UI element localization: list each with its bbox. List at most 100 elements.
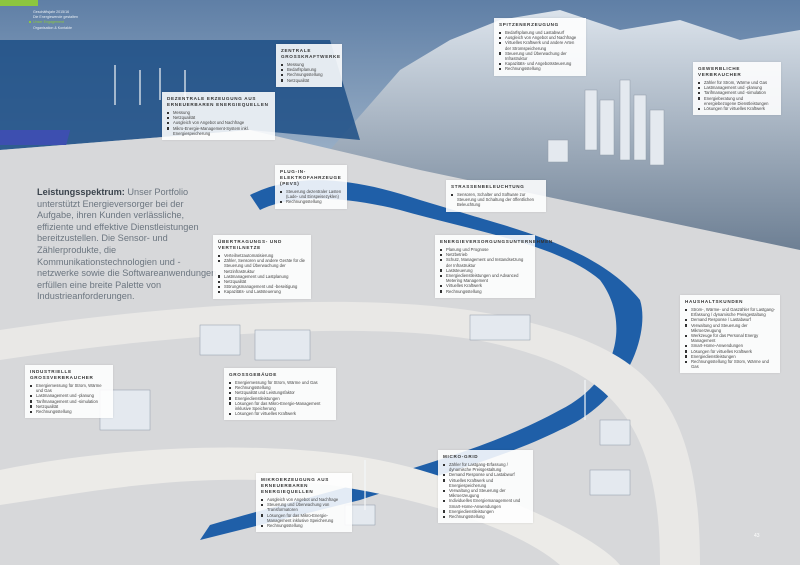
list-item: Rechnungsstellung für Strom, Wärme und G… bbox=[685, 359, 775, 369]
list-item: Netzqualität und Leistungsfaktor bbox=[229, 390, 331, 395]
list-item: Rechnungsstellung bbox=[229, 385, 331, 390]
list-item: Lastmanagement und -planung bbox=[30, 393, 108, 398]
info-box-title: Mikroerzeugung aus erneuerbaren Energieq… bbox=[261, 477, 330, 494]
info-box-dezentrale-erzeugung: Dezentrale Erzeugung aus erneuerbaren En… bbox=[162, 92, 275, 141]
list-item: Energiedienstleistungen bbox=[443, 509, 528, 514]
list-item: Smart-Home-Anwendungen bbox=[685, 343, 775, 348]
list-item: Rechnungsstellung bbox=[281, 72, 337, 77]
list-item: Netzqualität bbox=[281, 78, 337, 83]
info-box-list: Zähler für Lastgang-Erfassung / dynamisc… bbox=[443, 462, 528, 519]
list-item: Ausgleich von Angebot und Nachfrage bbox=[499, 35, 581, 40]
info-box-title: Haushaltskunden bbox=[685, 299, 744, 304]
info-box-title: Spitzenerzeugung bbox=[499, 22, 559, 27]
list-item: Demand Response / Lastabwurf bbox=[685, 317, 775, 322]
list-item: Bedarfsplanung und Lastabwurf bbox=[499, 30, 581, 35]
list-item: Sensoren, Schalter und Software zur Steu… bbox=[451, 192, 541, 208]
info-box-uebertragungs-verteilnetze: Übertragungs- und VerteilnetzeVerteilnet… bbox=[213, 235, 311, 299]
info-box-haushaltskunden: HaushaltskundenStrom-, Wärme- und Gaszäh… bbox=[680, 295, 780, 374]
info-box-gewerbliche-verbraucher: Gewerbliche VerbraucherZähler für Strom,… bbox=[693, 62, 781, 116]
list-item: Energieberatung und energiebezogene Dien… bbox=[698, 96, 776, 106]
list-item: Virtuelles Kraftwerk und Energiespeicher… bbox=[443, 478, 528, 488]
list-item: Bedarfsplanung bbox=[281, 67, 337, 72]
info-box-title: Micro-Grid bbox=[443, 454, 479, 459]
nav-item[interactable]: Die Energiewende gestalten bbox=[33, 15, 78, 20]
info-box-strassenbeleuchtung: StrassenbeleuchtungSensoren, Schalter un… bbox=[446, 180, 546, 212]
list-item: Verwaltung und Steuerung der Mikroerzeug… bbox=[685, 323, 775, 333]
nav-item[interactable]: Organisation & Kontakte bbox=[33, 25, 72, 30]
list-item: Tarifmanagement und -simulation bbox=[698, 90, 776, 95]
list-item: Lastmanagement und Lastplanung bbox=[218, 274, 306, 279]
info-box-plug-in-elektrofahrzeuge: Plug-in-Elektrofahrzeuge (PEVs)Steuerung… bbox=[275, 165, 347, 209]
list-item: Energiedienstleistungen bbox=[229, 396, 331, 401]
info-box-title: Übertragungs- und Verteilnetze bbox=[218, 239, 282, 250]
list-item: Strom-, Wärme- und Gaszähler für Lastgan… bbox=[685, 307, 775, 317]
info-box-title: Zentrale Grosskraftwerke bbox=[281, 48, 341, 59]
list-item: Ausgleich von Angebot und Nachfrage bbox=[167, 120, 270, 125]
list-item: Individuelles Energiemanagement und Smar… bbox=[443, 498, 528, 509]
list-item: Messung bbox=[281, 62, 337, 67]
list-item: Netzqualität bbox=[218, 279, 306, 284]
info-box-spitzenerzeugung: SpitzenerzeugungBedarfsplanung und Lasta… bbox=[494, 18, 586, 76]
info-box-title: Dezentrale Erzeugung aus erneuerbaren En… bbox=[167, 96, 269, 107]
page-number: 43 bbox=[754, 533, 760, 539]
nav-item[interactable]: Unser Engagement bbox=[33, 20, 78, 25]
list-item: Rechnungsstellung bbox=[30, 409, 108, 414]
info-box-title: Gewerbliche Verbraucher bbox=[698, 66, 742, 77]
list-item: Werkzeuge für das Personal Energy Manage… bbox=[685, 333, 775, 343]
intro-lead: Leistungsspektrum: bbox=[37, 187, 125, 197]
info-box-list: Sensoren, Schalter und Software zur Steu… bbox=[451, 192, 541, 208]
list-item: Laststeuerung bbox=[440, 268, 530, 273]
solar-panels bbox=[0, 130, 71, 145]
list-item: Ausgleich von Angebot und Nachfrage bbox=[261, 497, 347, 502]
info-box-zentrale-grosskraftwerke: Zentrale GrosskraftwerkeMessungBedarfspl… bbox=[276, 44, 342, 87]
list-item: Rechnungsstellung bbox=[280, 199, 342, 204]
list-item: Rechnungsstellung bbox=[440, 289, 530, 294]
list-item: Schutz, Management und Instandsetzung de… bbox=[440, 257, 530, 268]
list-item: Steuerung und Überwachung der Infrastruk… bbox=[499, 51, 581, 61]
list-item: Zähler für Strom, Wärme und Gas bbox=[698, 80, 776, 85]
road bbox=[0, 301, 700, 565]
list-item: Rechnungsstellung bbox=[443, 514, 528, 519]
info-box-energieversorgungsunternehmen: EnergieversorgungsunternehmenPlanung und… bbox=[435, 235, 553, 298]
list-item: Lösungen für virtuelles Kraftwerk bbox=[685, 349, 775, 354]
list-item: Netzbetrieb bbox=[440, 252, 530, 257]
list-item: Virtuelles Kraftwerk und andere Arten de… bbox=[499, 40, 581, 51]
list-item: Steuerung und Überwachung von Transforma… bbox=[261, 502, 347, 512]
list-item: Rechnungsstellung bbox=[499, 66, 581, 71]
info-box-title: Energieversorgungsunternehmen bbox=[440, 239, 553, 244]
mountains bbox=[330, 10, 800, 260]
nav-item[interactable]: Geschäftsjahr 2015/16 bbox=[33, 10, 70, 14]
intro-body: Unser Portfolio unterstützt Energieverso… bbox=[37, 187, 217, 302]
list-item: Virtuelles Kraftwerk bbox=[440, 283, 530, 288]
info-box-title: Plug-in-Elektrofahrzeuge (PEVs) bbox=[280, 169, 342, 186]
list-item: Verwaltung und Steuerung der Mikroerzeug… bbox=[443, 488, 528, 498]
list-item: Energiemessung für Strom, Wärme und Gas bbox=[229, 380, 331, 385]
list-item: Kapazitäts- und Laststeuerung bbox=[218, 289, 306, 294]
info-box-grossgebaeude: GrossgebäudeEnergiemessung für Strom, Wä… bbox=[224, 368, 336, 421]
info-box-micro-grid: Micro-GridZähler für Lastgang-Erfassung … bbox=[438, 450, 533, 524]
list-item: Verteilnetzautomatisierung bbox=[218, 253, 306, 258]
intro-text: Leistungsspektrum: Unser Portfolio unter… bbox=[37, 187, 217, 303]
info-box-title: Strassenbeleuchtung bbox=[451, 184, 525, 189]
list-item: Tarifmanagement und -simulation bbox=[30, 399, 108, 404]
list-item: Störungsmanagement und -beseitigung bbox=[218, 284, 306, 289]
list-item: Kapazitäts- und Angebotssteuerung bbox=[499, 61, 581, 66]
info-box-list: Strom-, Wärme- und Gaszähler für Lastgan… bbox=[685, 307, 775, 369]
info-box-title: Grossgebäude bbox=[229, 372, 277, 377]
list-item: Zähler für Lastgang-Erfassung / dynamisc… bbox=[443, 462, 528, 472]
list-item: Zähler, Sensoren und andere Geräte für d… bbox=[218, 258, 306, 274]
list-item: Netzqualität bbox=[30, 404, 108, 409]
list-item: Lastmanagement und -planung bbox=[698, 85, 776, 90]
info-box-title: Industrielle Grossverbraucher bbox=[30, 369, 94, 380]
